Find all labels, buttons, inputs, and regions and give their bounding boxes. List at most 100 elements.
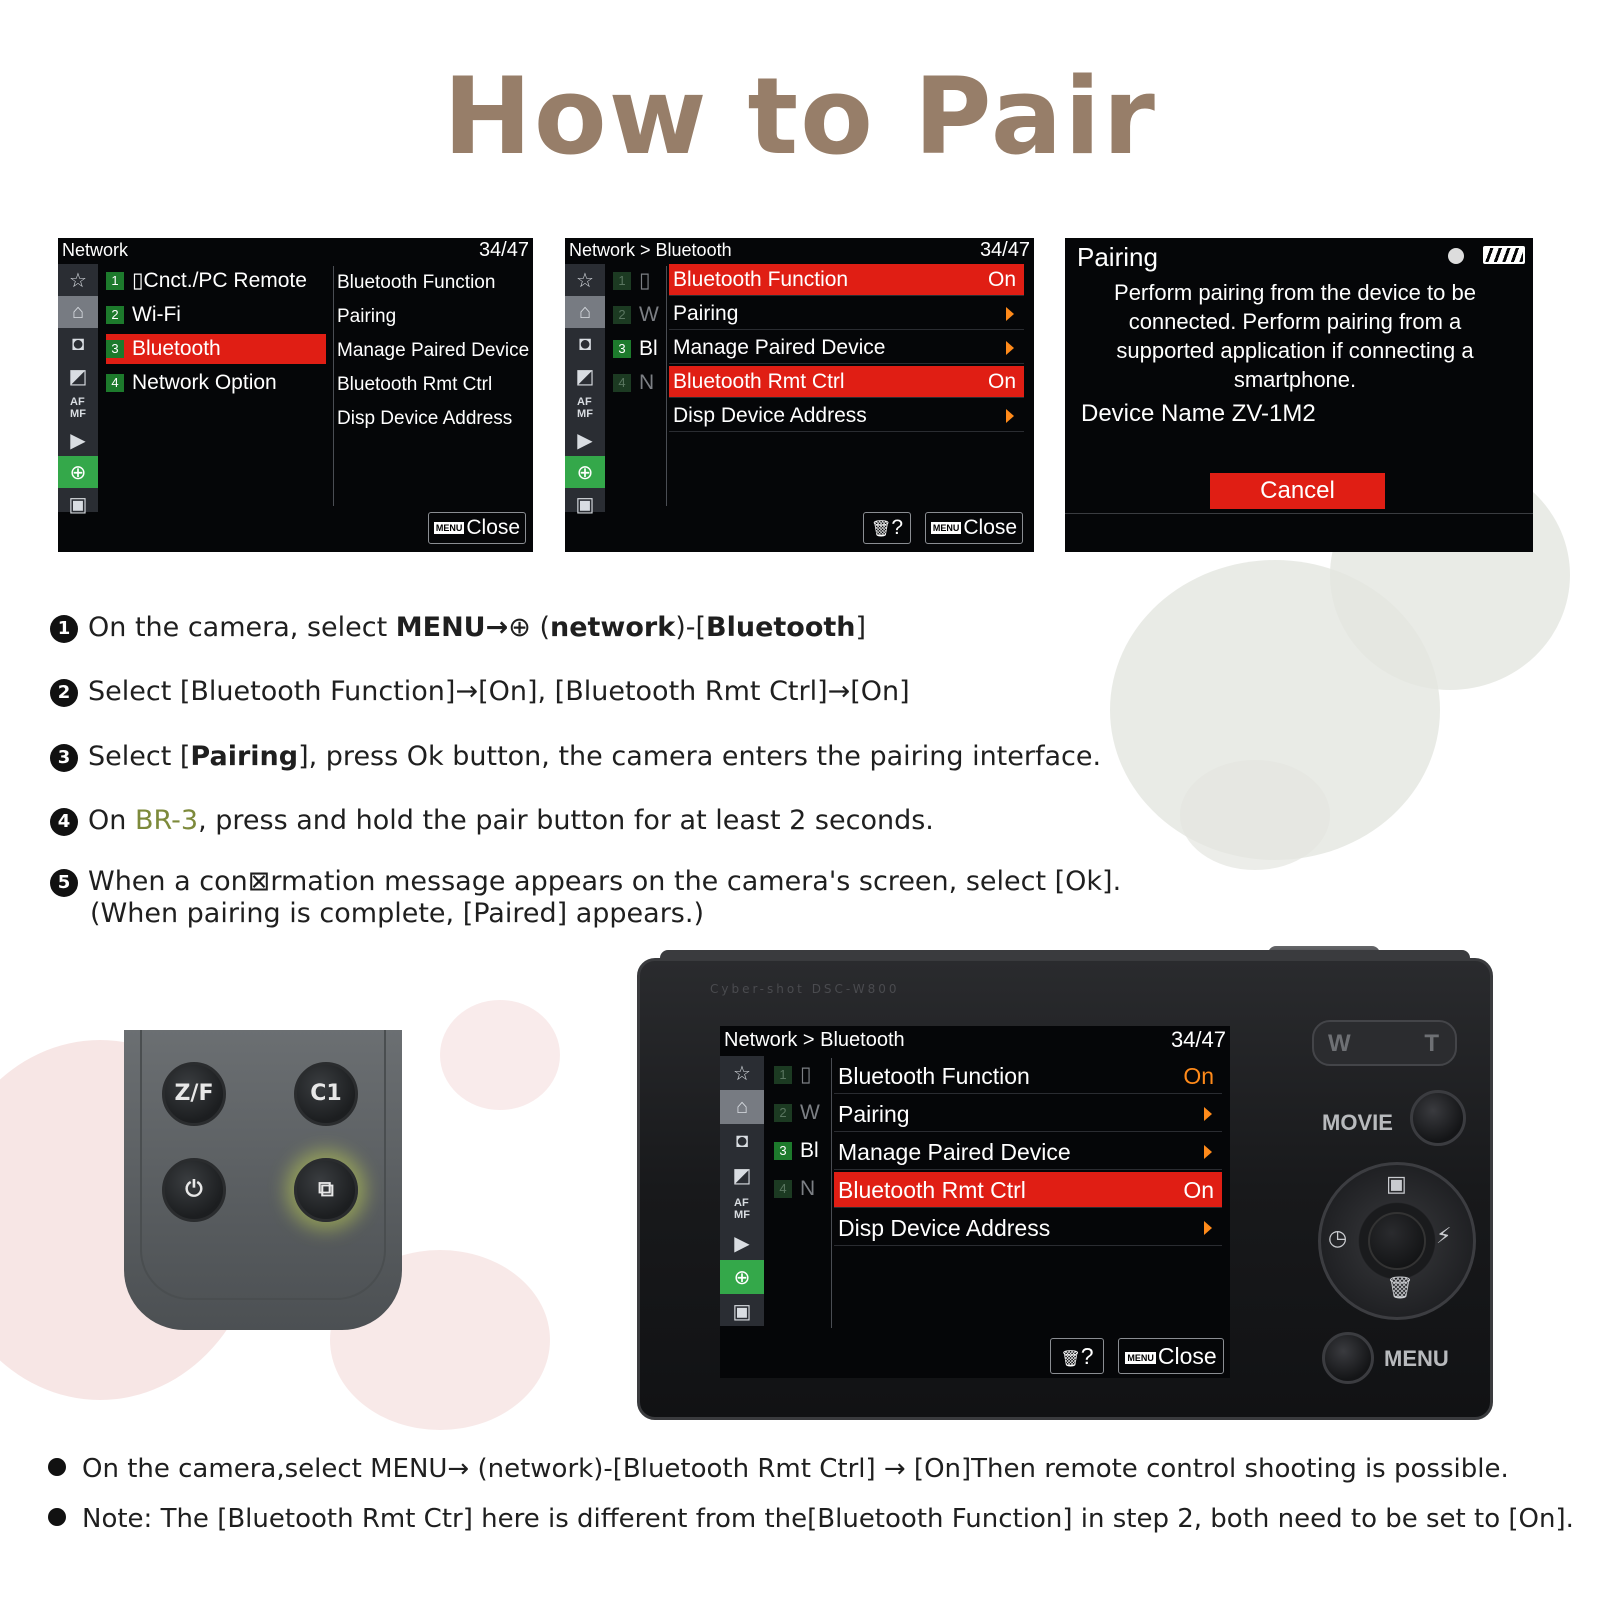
zf-button[interactable]: Z/F <box>162 1062 226 1126</box>
chevron-right-icon <box>1006 409 1014 423</box>
header-label: Network <box>62 240 129 260</box>
sub-item[interactable]: Bluetooth Rmt Ctrl <box>337 374 493 395</box>
header-label: Network > Bluetooth <box>724 1029 905 1051</box>
playback-icon[interactable]: ▶ <box>70 429 86 452</box>
home-camera-icon[interactable]: ⌂ <box>58 296 98 328</box>
row-disp-device-address[interactable]: Disp Device Address <box>669 400 1024 432</box>
center-button[interactable] <box>1368 1212 1426 1270</box>
help-button[interactable]: 🗑? <box>863 512 911 544</box>
network-globe-icon[interactable]: ⊕ <box>720 1260 764 1294</box>
c1-button[interactable]: C1 <box>294 1062 358 1126</box>
bluetooth-icon <box>1448 248 1464 264</box>
sub-item[interactable]: Bluetooth Function <box>337 272 496 293</box>
row-manage-paired-device[interactable]: Manage Paired Device <box>669 332 1024 364</box>
cancel-button[interactable]: Cancel <box>1210 473 1385 509</box>
category-collapsed[interactable]: 1▯ <box>613 266 663 296</box>
header-label: Network > Bluetooth <box>569 240 732 260</box>
step-number: 5 <box>50 869 78 897</box>
toolbox-icon[interactable]: ▣ <box>575 493 595 516</box>
row-pairing[interactable]: Pairing <box>834 1096 1222 1132</box>
camera-model-text: Cyber-shot DSC-W800 <box>710 982 900 996</box>
row-pairing[interactable]: Pairing <box>669 298 1024 330</box>
power-icon: ⏻ <box>185 1177 203 1202</box>
exposure-icon[interactable]: ◩ <box>68 365 88 388</box>
step-number: 1 <box>50 615 78 643</box>
camera-icon[interactable]: ◘ <box>578 332 592 355</box>
device-name: Device Name ZV-1M2 <box>1081 400 1316 427</box>
pairing-title: Pairing <box>1077 242 1158 272</box>
movie-button[interactable] <box>1410 1090 1466 1146</box>
exposure-icon[interactable]: ◩ <box>732 1164 752 1187</box>
exposure-icon[interactable]: ◩ <box>575 365 595 388</box>
home-camera-icon[interactable]: ⌂ <box>720 1090 764 1124</box>
star-icon[interactable]: ☆ <box>69 269 87 292</box>
home-camera-icon[interactable]: ⌂ <box>565 296 605 328</box>
zoom-lever[interactable]: W T <box>1312 1020 1457 1066</box>
camera-icon[interactable]: ◘ <box>71 332 85 355</box>
trash-icon: 🗑 <box>871 521 892 538</box>
chevron-right-icon <box>1204 1107 1212 1121</box>
control-wheel[interactable] <box>1318 1162 1476 1320</box>
bullet <box>48 1458 66 1476</box>
network-globe-icon[interactable]: ⊕ <box>565 456 605 488</box>
power-button[interactable]: ⏻ <box>162 1158 226 1222</box>
movie-label: MOVIE <box>1322 1110 1393 1135</box>
help-button[interactable]: 🗑? <box>1050 1338 1104 1374</box>
category-collapsed[interactable]: 1▯ <box>774 1060 830 1090</box>
row-disp-device-address[interactable]: Disp Device Address <box>834 1210 1222 1246</box>
menu-chip-icon: MENU <box>930 522 962 534</box>
sub-item[interactable]: Pairing <box>337 306 397 327</box>
globe-icon: ⊕ <box>508 612 531 643</box>
page-counter: 34/47 <box>1170 1027 1226 1052</box>
step-number: 2 <box>50 679 78 707</box>
menu-button[interactable] <box>1322 1332 1374 1384</box>
chevron-right-icon <box>1204 1145 1212 1159</box>
network-globe-icon[interactable]: ⊕ <box>58 456 98 488</box>
column-divider <box>831 1058 832 1328</box>
star-icon[interactable]: ☆ <box>576 269 594 292</box>
page-counter: 34/47 <box>979 239 1030 261</box>
link-icon: ⧉ <box>318 1177 334 1202</box>
pair-button[interactable]: ⧉ <box>294 1158 358 1222</box>
row-manage-paired-device[interactable]: Manage Paired Device <box>834 1134 1222 1170</box>
category-cnct-pc-remote[interactable]: 1▯Cnct./PC Remote <box>106 266 326 296</box>
playback-icon[interactable]: ▶ <box>577 429 593 452</box>
toolbox-icon[interactable]: ▣ <box>68 493 88 516</box>
camera-icon[interactable]: ◘ <box>735 1129 749 1152</box>
sub-item[interactable]: Manage Paired Device <box>337 340 530 361</box>
sub-item[interactable]: Disp Device Address <box>337 408 513 429</box>
pairing-message: Perform pairing from the device to be co… <box>1114 280 1476 392</box>
screen-header: Network > Bluetooth 34/47 <box>565 238 1034 262</box>
step-number: 3 <box>50 744 78 772</box>
menu-chip-icon: MENU <box>1125 1352 1156 1364</box>
note-2: Note: The [Bluetooth Rmt Ctr] here is di… <box>48 1504 1574 1534</box>
playback-icon[interactable]: ▶ <box>734 1232 750 1255</box>
toolbox-icon[interactable]: ▣ <box>732 1300 752 1323</box>
star-icon[interactable]: ☆ <box>733 1062 751 1085</box>
